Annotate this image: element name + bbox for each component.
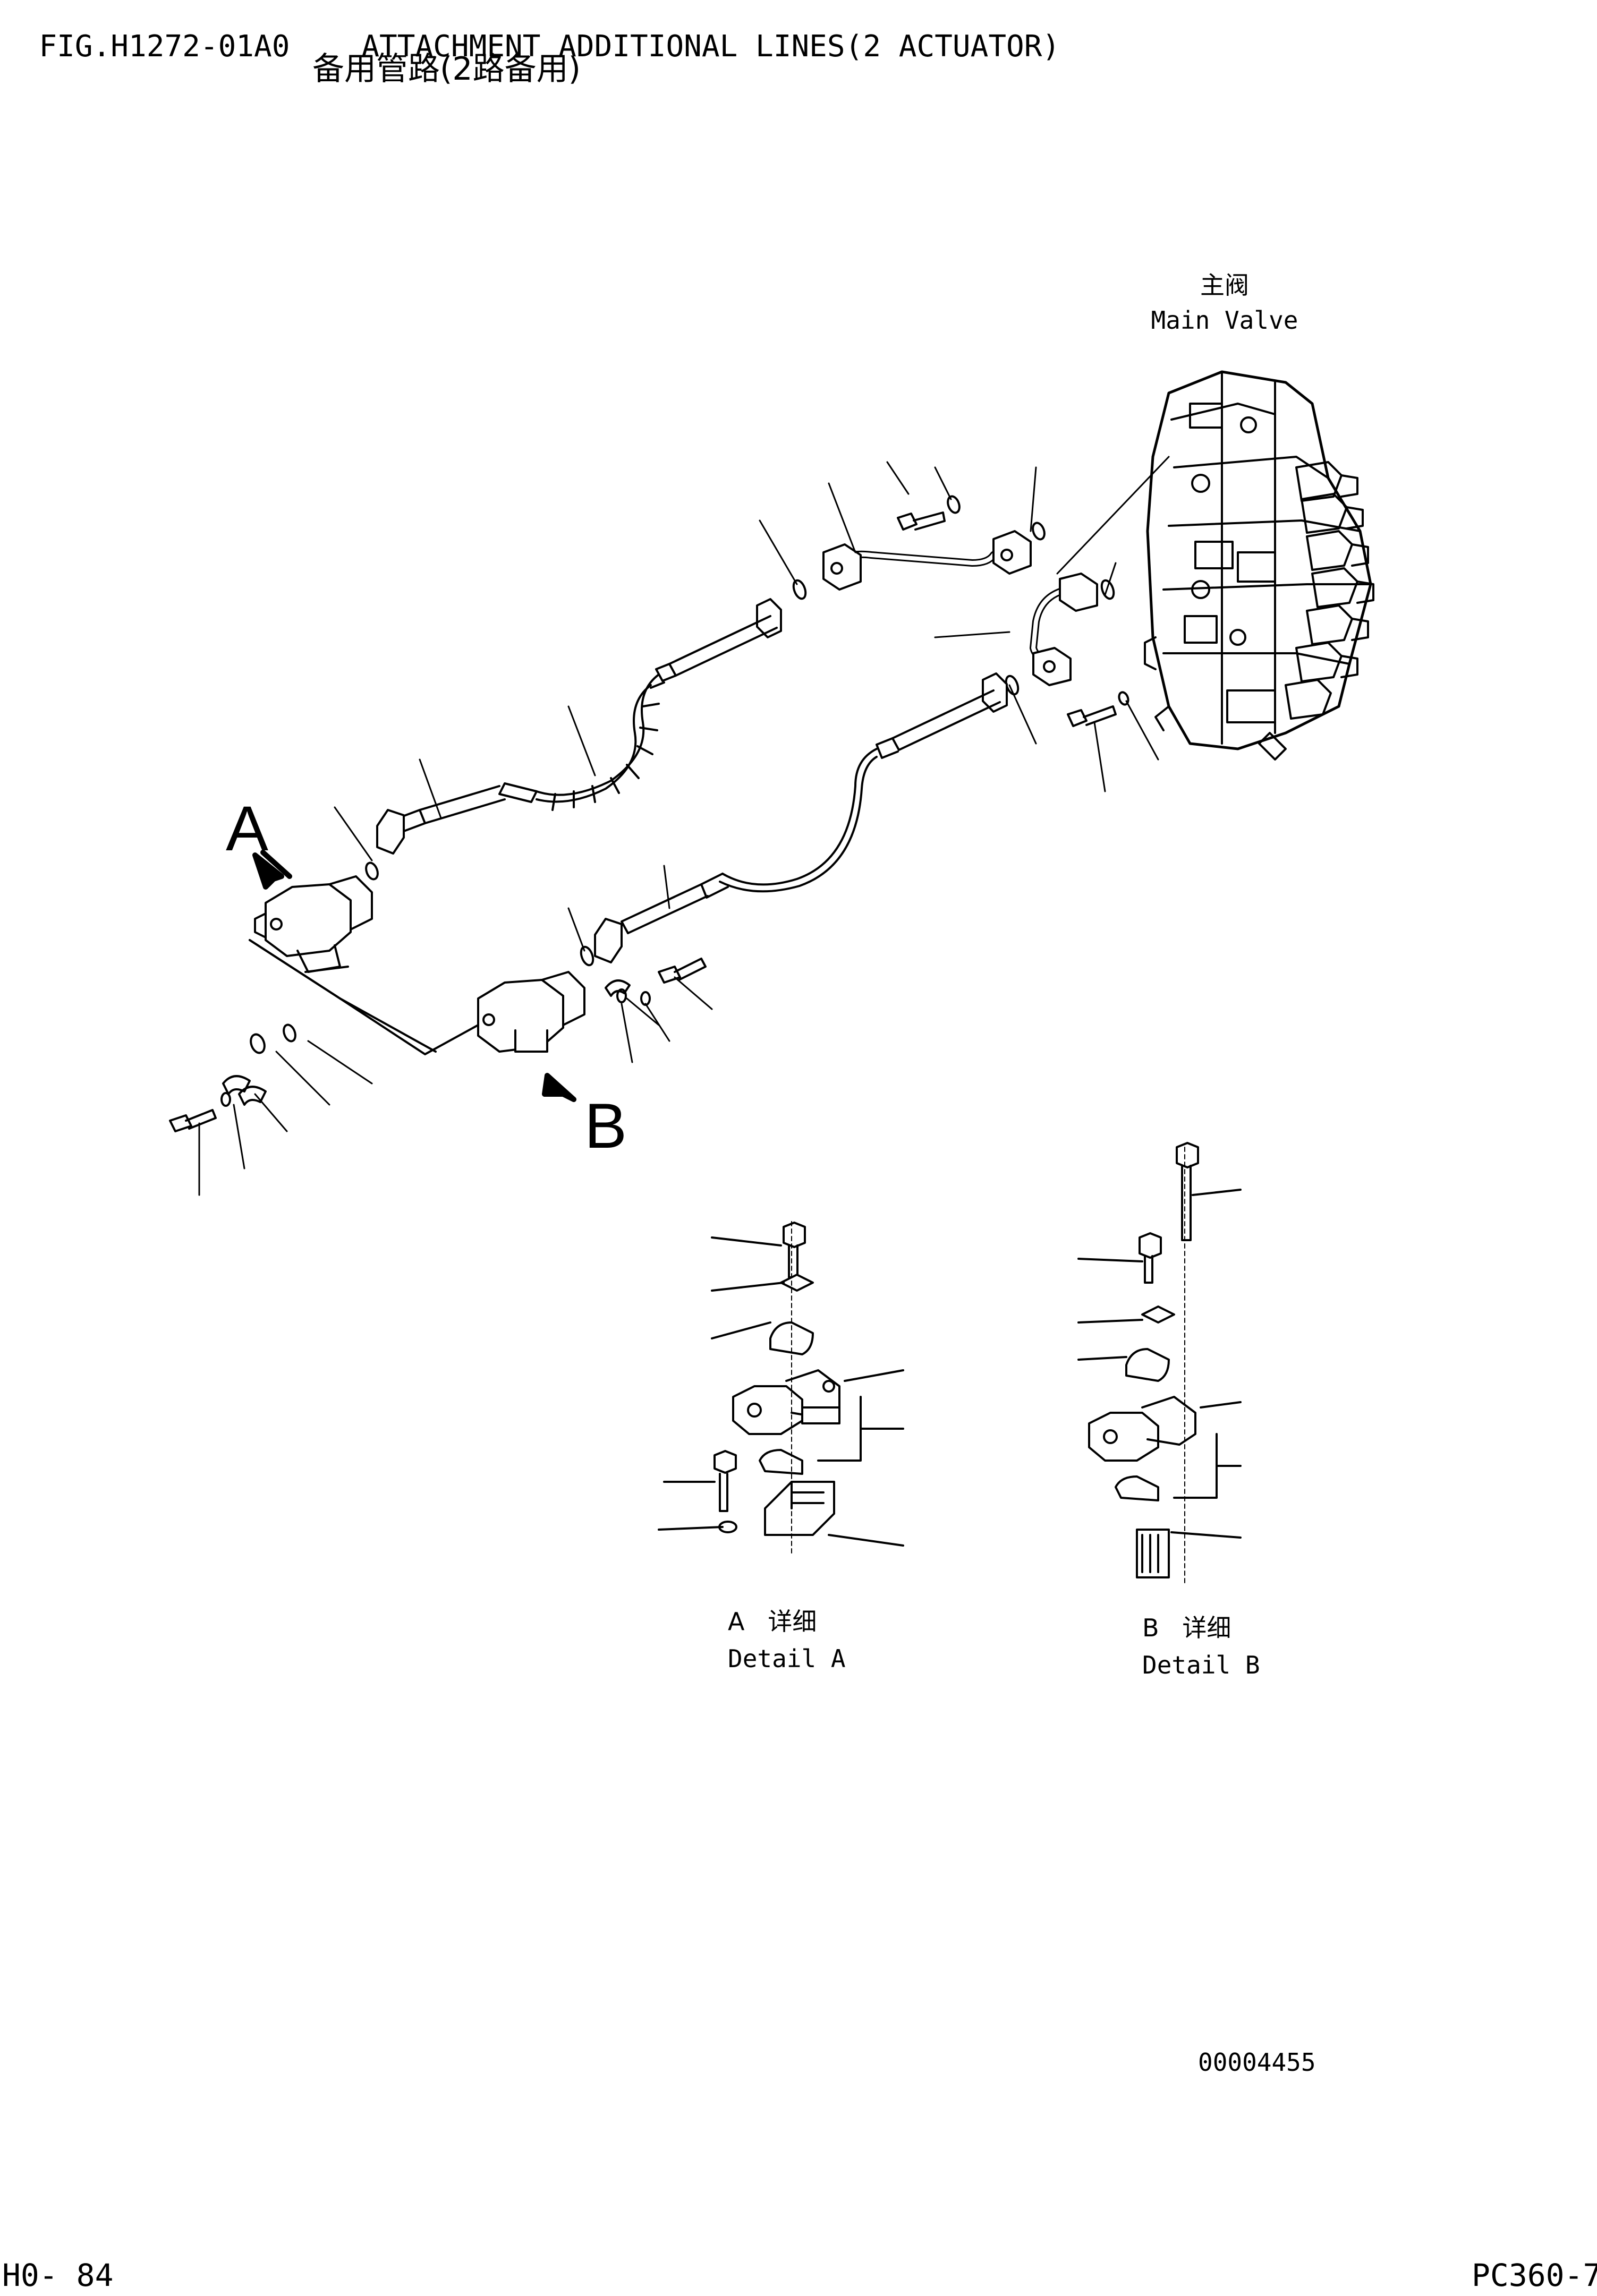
upper-line-assembly <box>364 495 1047 881</box>
model-number: PC360-7 <box>1472 2257 1597 2293</box>
detail-a-label-en: Detail A <box>728 1644 846 1673</box>
main-valve-label-en: Main Valve <box>1151 306 1298 335</box>
detail-a-label-cn: A 详细 <box>728 1607 817 1636</box>
figure-title: FIG.H1272-01A0 ATTACHMENT ADDITIONAL LIN… <box>3 2 1060 62</box>
lower-line-assembly <box>579 574 1129 967</box>
detail-b-drawing <box>1078 1143 1241 1583</box>
left-hardware <box>170 1023 298 1131</box>
arrow-b <box>545 1076 574 1099</box>
view-b-label: B <box>584 1090 627 1162</box>
figure-title-en: ATTACHMENT ADDITIONAL LINES(2 ACTUATOR) <box>361 29 1060 64</box>
page-number: H0- 84 <box>2 2257 114 2293</box>
view-a-label: A <box>226 793 269 864</box>
figure-title-cn: 备用管路(2路备用) <box>312 50 581 88</box>
arrow-a <box>255 852 290 887</box>
leader-lines <box>199 457 1169 1195</box>
clamp-b <box>340 959 706 1054</box>
main-valve-label-cn: 主阀 <box>1200 271 1249 300</box>
clamp-a <box>250 876 436 1052</box>
detail-b-label-en: Detail B <box>1142 1651 1260 1679</box>
detail-b-label-cn: B 详细 <box>1142 1614 1231 1642</box>
figure-code: FIG.H1272-01A0 <box>39 29 290 64</box>
main-valve <box>1145 372 1373 759</box>
drawing-number: 00004455 <box>1198 2048 1316 2077</box>
detail-a-drawing <box>659 1222 903 1556</box>
